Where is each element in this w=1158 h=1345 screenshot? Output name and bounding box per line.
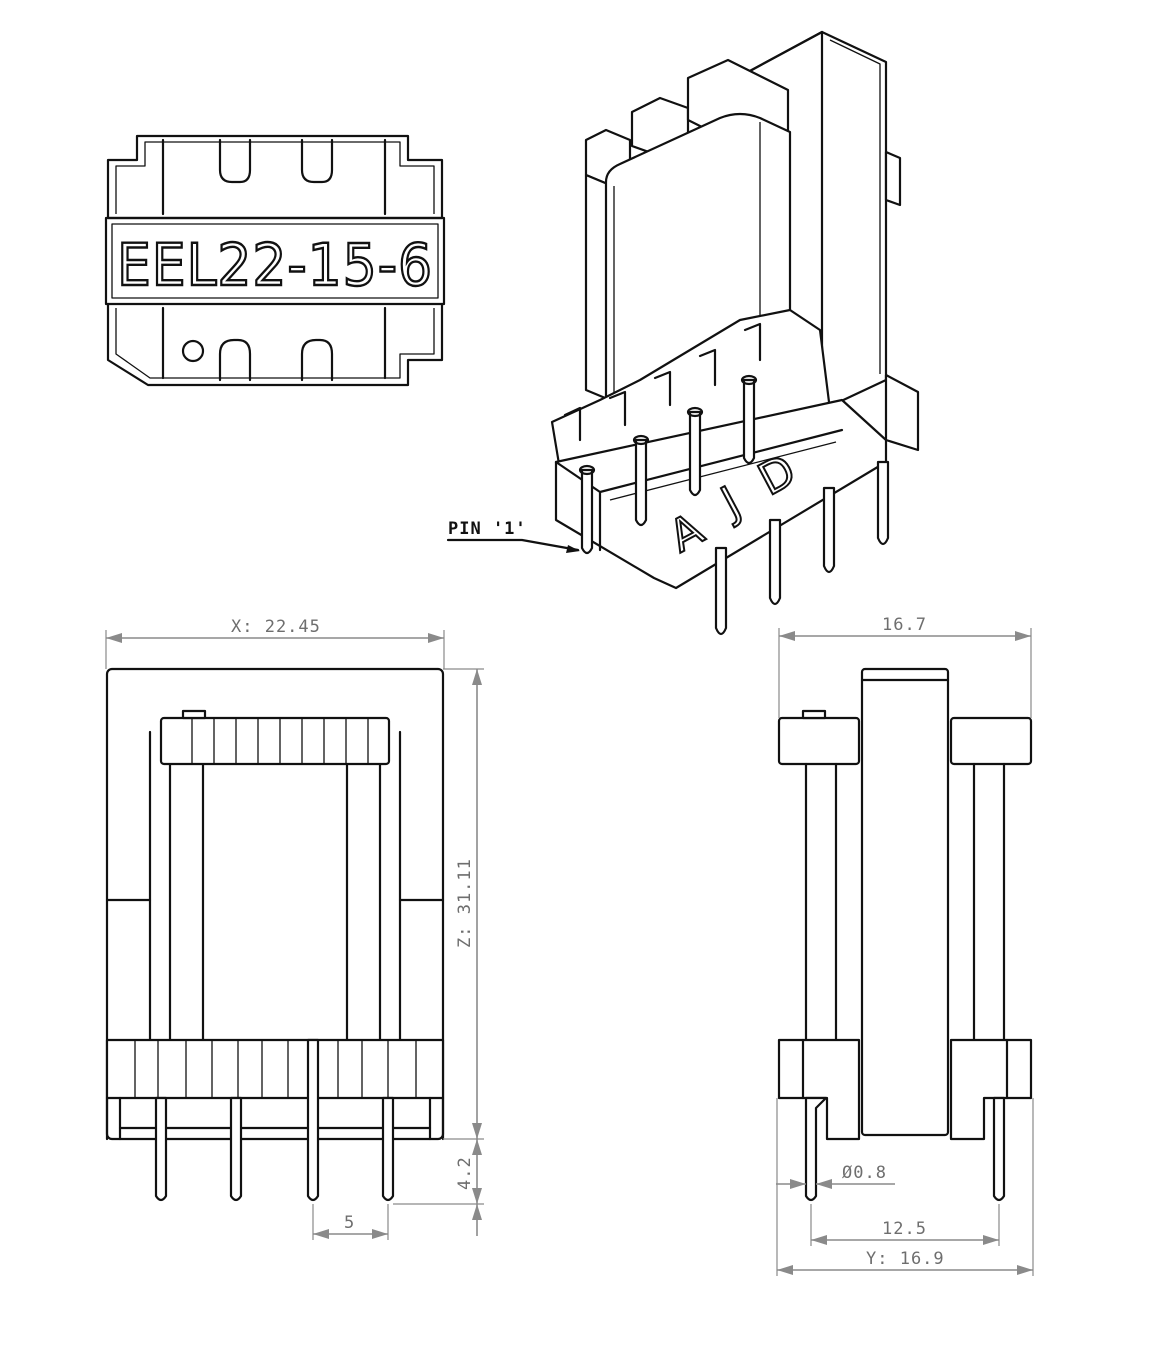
dim-depth: 16.7 bbox=[882, 615, 927, 635]
dim-pin-pitch: 5 bbox=[344, 1213, 355, 1233]
part-marking: EEL22-15-6 bbox=[117, 231, 433, 299]
front-view bbox=[105, 667, 445, 1202]
dim-pin-length: 4.2 bbox=[455, 1156, 475, 1190]
dim-row-spacing: 12.5 bbox=[882, 1219, 927, 1239]
dim-y: Y: 16.9 bbox=[866, 1249, 945, 1269]
isometric-view: A J D PIN '1' bbox=[446, 30, 920, 636]
iso-top-pins bbox=[578, 374, 758, 555]
top-view: EEL22-15-6 bbox=[104, 134, 446, 387]
dim-x: X: 22.45 bbox=[231, 617, 321, 637]
dim-pin-diameter: Ø0.8 bbox=[842, 1163, 887, 1183]
pin1-label: PIN '1' bbox=[448, 519, 527, 539]
dimensions: X: 22.45 Z: 31.11 4.2 5 16.7 Ø0.8 12.5 bbox=[105, 615, 1034, 1276]
side-view bbox=[777, 667, 1033, 1202]
pin1-dot-icon bbox=[181, 339, 205, 363]
iso-bottom-pins bbox=[714, 460, 890, 636]
dim-z: Z: 31.11 bbox=[455, 858, 475, 948]
pin1-leader bbox=[446, 538, 580, 552]
